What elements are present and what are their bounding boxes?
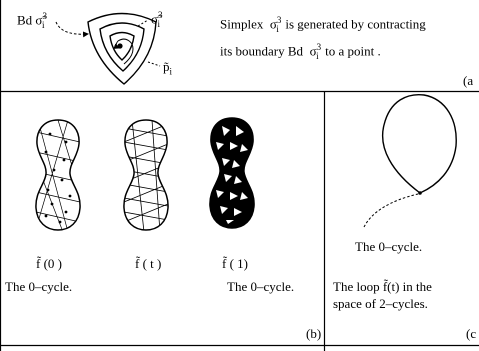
outer-boundary	[87, 12, 157, 85]
panel-b-caption-left: The 0–cycle.	[5, 279, 73, 294]
center-point	[117, 43, 123, 49]
panel-c-tag: (c	[466, 326, 477, 341]
panel-b-caption-right: The 0–cycle.	[227, 279, 295, 294]
label-f0: f̃ (0 )	[36, 256, 62, 271]
loop-curve	[382, 93, 457, 194]
panel-a-caption-line1: Simplex σ3i is generated by contracting	[220, 15, 426, 34]
label-f1: f̃ ( 1)	[222, 256, 248, 271]
sigma-label: σ̃3i	[151, 10, 163, 29]
middle-boundary	[99, 22, 145, 72]
panel-a-caption-line2: its boundary Bd σ3i to a point .	[220, 42, 381, 61]
label-ft: f̃ ( t )	[135, 256, 162, 271]
panel-c-caption-line1: The loop f̃(t) in the	[333, 279, 432, 294]
panel-a-tag: (a	[463, 73, 474, 88]
panel-c-0cycle-label: The 0–cycle.	[355, 239, 423, 254]
panel-c-caption-line2: space of 2–cycles.	[333, 296, 428, 311]
loop-base-point	[418, 191, 422, 195]
inner-boundary	[109, 31, 135, 61]
shape-ft	[123, 119, 169, 231]
shape-f0	[35, 119, 81, 231]
bd-sigma-label: Bd σ̃3i	[17, 11, 47, 30]
shape-f1	[209, 117, 255, 229]
p-label: p̃i	[163, 59, 173, 77]
panel-b-tag: (b)	[306, 326, 322, 341]
